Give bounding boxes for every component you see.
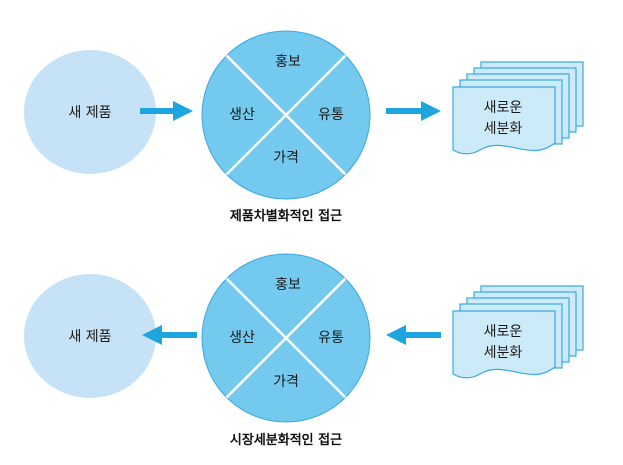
top-caption: 제품차별화적인 접근 xyxy=(230,208,342,224)
segment-distribution-label: 유통 xyxy=(318,330,344,346)
new-segment-line2: 세분화 xyxy=(484,345,523,361)
new-segment-line2: 세분화 xyxy=(484,121,523,137)
segment-production-label: 생산 xyxy=(229,107,255,123)
new-product-label: 새 제품 xyxy=(68,105,111,121)
new-segment-stack xyxy=(452,285,584,379)
arrow-right-icon xyxy=(140,101,193,121)
new-product-label: 새 제품 xyxy=(68,329,111,345)
market-segmentation-approach: 새 제품 홍보 생산 유통 가격 새로운 세분화 시장세분화적인 xyxy=(24,253,584,448)
arrow-left-icon xyxy=(386,325,441,345)
segment-promotion-label: 홍보 xyxy=(275,54,301,70)
segment-production-label: 생산 xyxy=(229,330,255,346)
new-product-ellipse xyxy=(24,274,156,398)
segment-promotion-label: 홍보 xyxy=(275,277,301,293)
new-segment-line1: 새로운 xyxy=(484,324,523,340)
product-differentiation-approach: 새 제품 홍보 생산 유통 가격 새로운 세분화 xyxy=(24,30,584,224)
marketing-mix-circle xyxy=(201,253,371,423)
new-product-ellipse xyxy=(24,50,156,174)
segment-distribution-label: 유통 xyxy=(318,107,344,123)
bottom-caption: 시장세분화적인 접근 xyxy=(230,432,342,448)
segment-price-label: 가격 xyxy=(273,150,299,166)
segment-price-label: 가격 xyxy=(273,374,299,390)
arrow-right-icon xyxy=(386,101,441,121)
arrow-left-icon xyxy=(142,325,197,345)
marketing-mix-circle xyxy=(201,30,371,200)
new-segment-stack xyxy=(452,61,584,155)
new-segment-line1: 새로운 xyxy=(484,100,523,116)
